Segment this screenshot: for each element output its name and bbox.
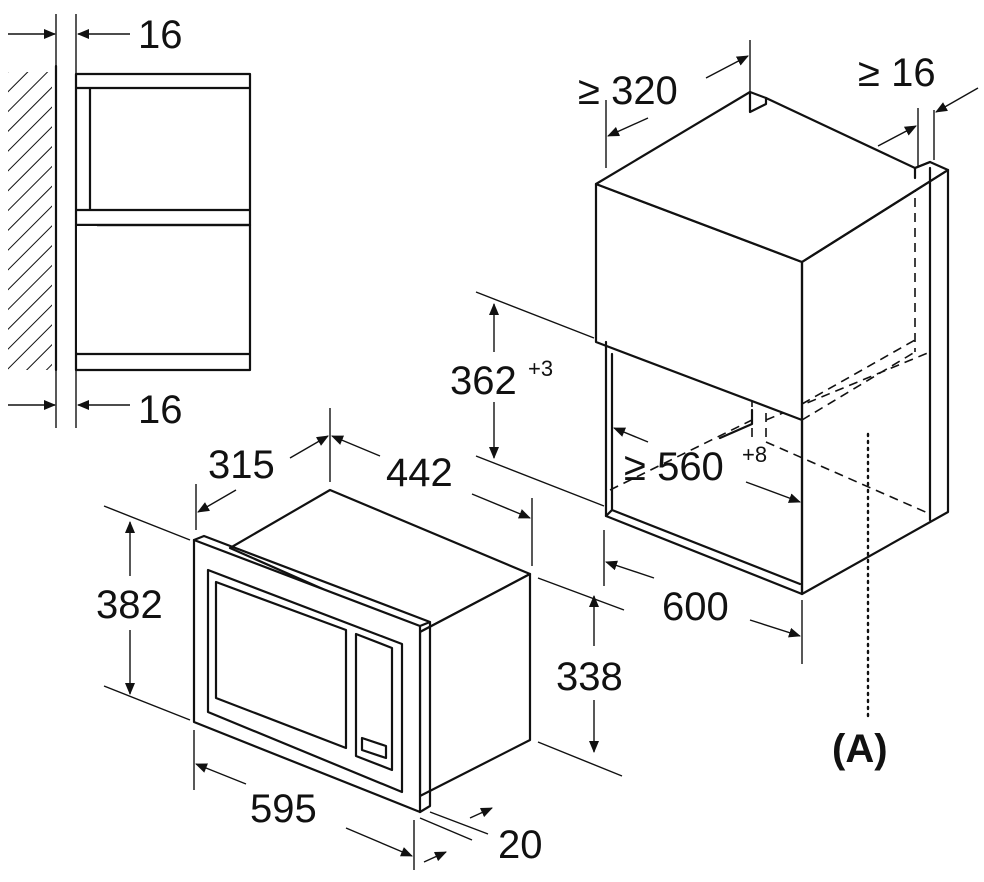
cabinet-width-arrow-left <box>605 560 655 579</box>
microwave-control-panel <box>354 632 394 772</box>
front-thickness-arrow-left <box>469 807 493 819</box>
side-gap-bottom-label: 16 <box>138 388 183 432</box>
niche-depth-arrow-right <box>705 55 749 79</box>
device-width-arrow-right <box>345 827 413 857</box>
microwave-view: 315 442 382 338 595 20 <box>96 408 625 870</box>
niche-height-ext-bottom <box>475 455 605 507</box>
device-body-height-ext-top <box>537 577 625 611</box>
device-height-label: 382 <box>96 583 163 627</box>
niche-inner-frame <box>604 352 802 586</box>
device-height-ext-top <box>103 505 191 541</box>
upper-cabinet-profile <box>74 72 252 227</box>
cabinet-width-arrow-right <box>749 619 801 638</box>
front-thickness-label: 20 <box>498 823 543 867</box>
device-body-width-label: 442 <box>386 451 453 495</box>
upper-box-inner-lines <box>748 90 932 180</box>
device-body-width-arrow-left <box>331 435 381 457</box>
front-thickness-ext-2 <box>429 811 489 835</box>
niche-gap-arrow-left <box>877 125 917 147</box>
cabinet-width-label: 600 <box>662 585 729 629</box>
device-width-label: 595 <box>250 787 317 831</box>
niche-depth-label: ≥ 320 <box>578 69 678 113</box>
niche-width-arrow-right <box>745 481 801 503</box>
microwave-front-edge <box>192 534 432 814</box>
device-height-ext-bottom <box>103 685 191 721</box>
side-gap-section-view: 16 16 <box>8 13 252 432</box>
microwave-front-inner <box>206 568 404 794</box>
callout-label: (A) <box>832 727 888 771</box>
front-thickness-ext <box>419 817 473 841</box>
device-body-height-ext-bottom <box>537 741 623 777</box>
front-thickness-arrow-right <box>423 851 447 863</box>
wall-hatching <box>8 72 52 370</box>
cabinet-niche-view: (A) ≥ 320 ≥ 16 362 +3 ≥ 560 +8 600 <box>450 40 979 771</box>
niche-width-label: ≥ 560 <box>624 445 724 489</box>
device-depth-label: 315 <box>208 443 275 487</box>
device-width-arrow-left <box>195 763 247 785</box>
niche-width-arrow-left <box>613 427 649 443</box>
side-gap-top-label: 16 <box>138 13 183 57</box>
white-gap-mask <box>77 226 97 352</box>
lower-cabinet-profile <box>74 223 252 372</box>
microwave-display <box>360 736 388 760</box>
device-depth-arrow-right <box>289 435 329 459</box>
device-body-width-arrow-right <box>471 493 531 519</box>
niche-gap-arrow-right <box>935 87 979 113</box>
niche-height-ext-top <box>475 291 595 339</box>
niche-height-tolerance: +3 <box>528 356 553 381</box>
niche-height-label: 362 <box>450 359 517 403</box>
niche-gap-label: ≥ 16 <box>858 51 936 95</box>
niche-opening <box>604 340 804 596</box>
device-depth-arrow-left <box>197 489 237 513</box>
microwave-door-window <box>214 580 348 750</box>
niche-width-tolerance: +8 <box>742 442 767 467</box>
device-body-height-label: 338 <box>556 655 623 699</box>
niche-depth-arrow-left <box>607 117 649 137</box>
